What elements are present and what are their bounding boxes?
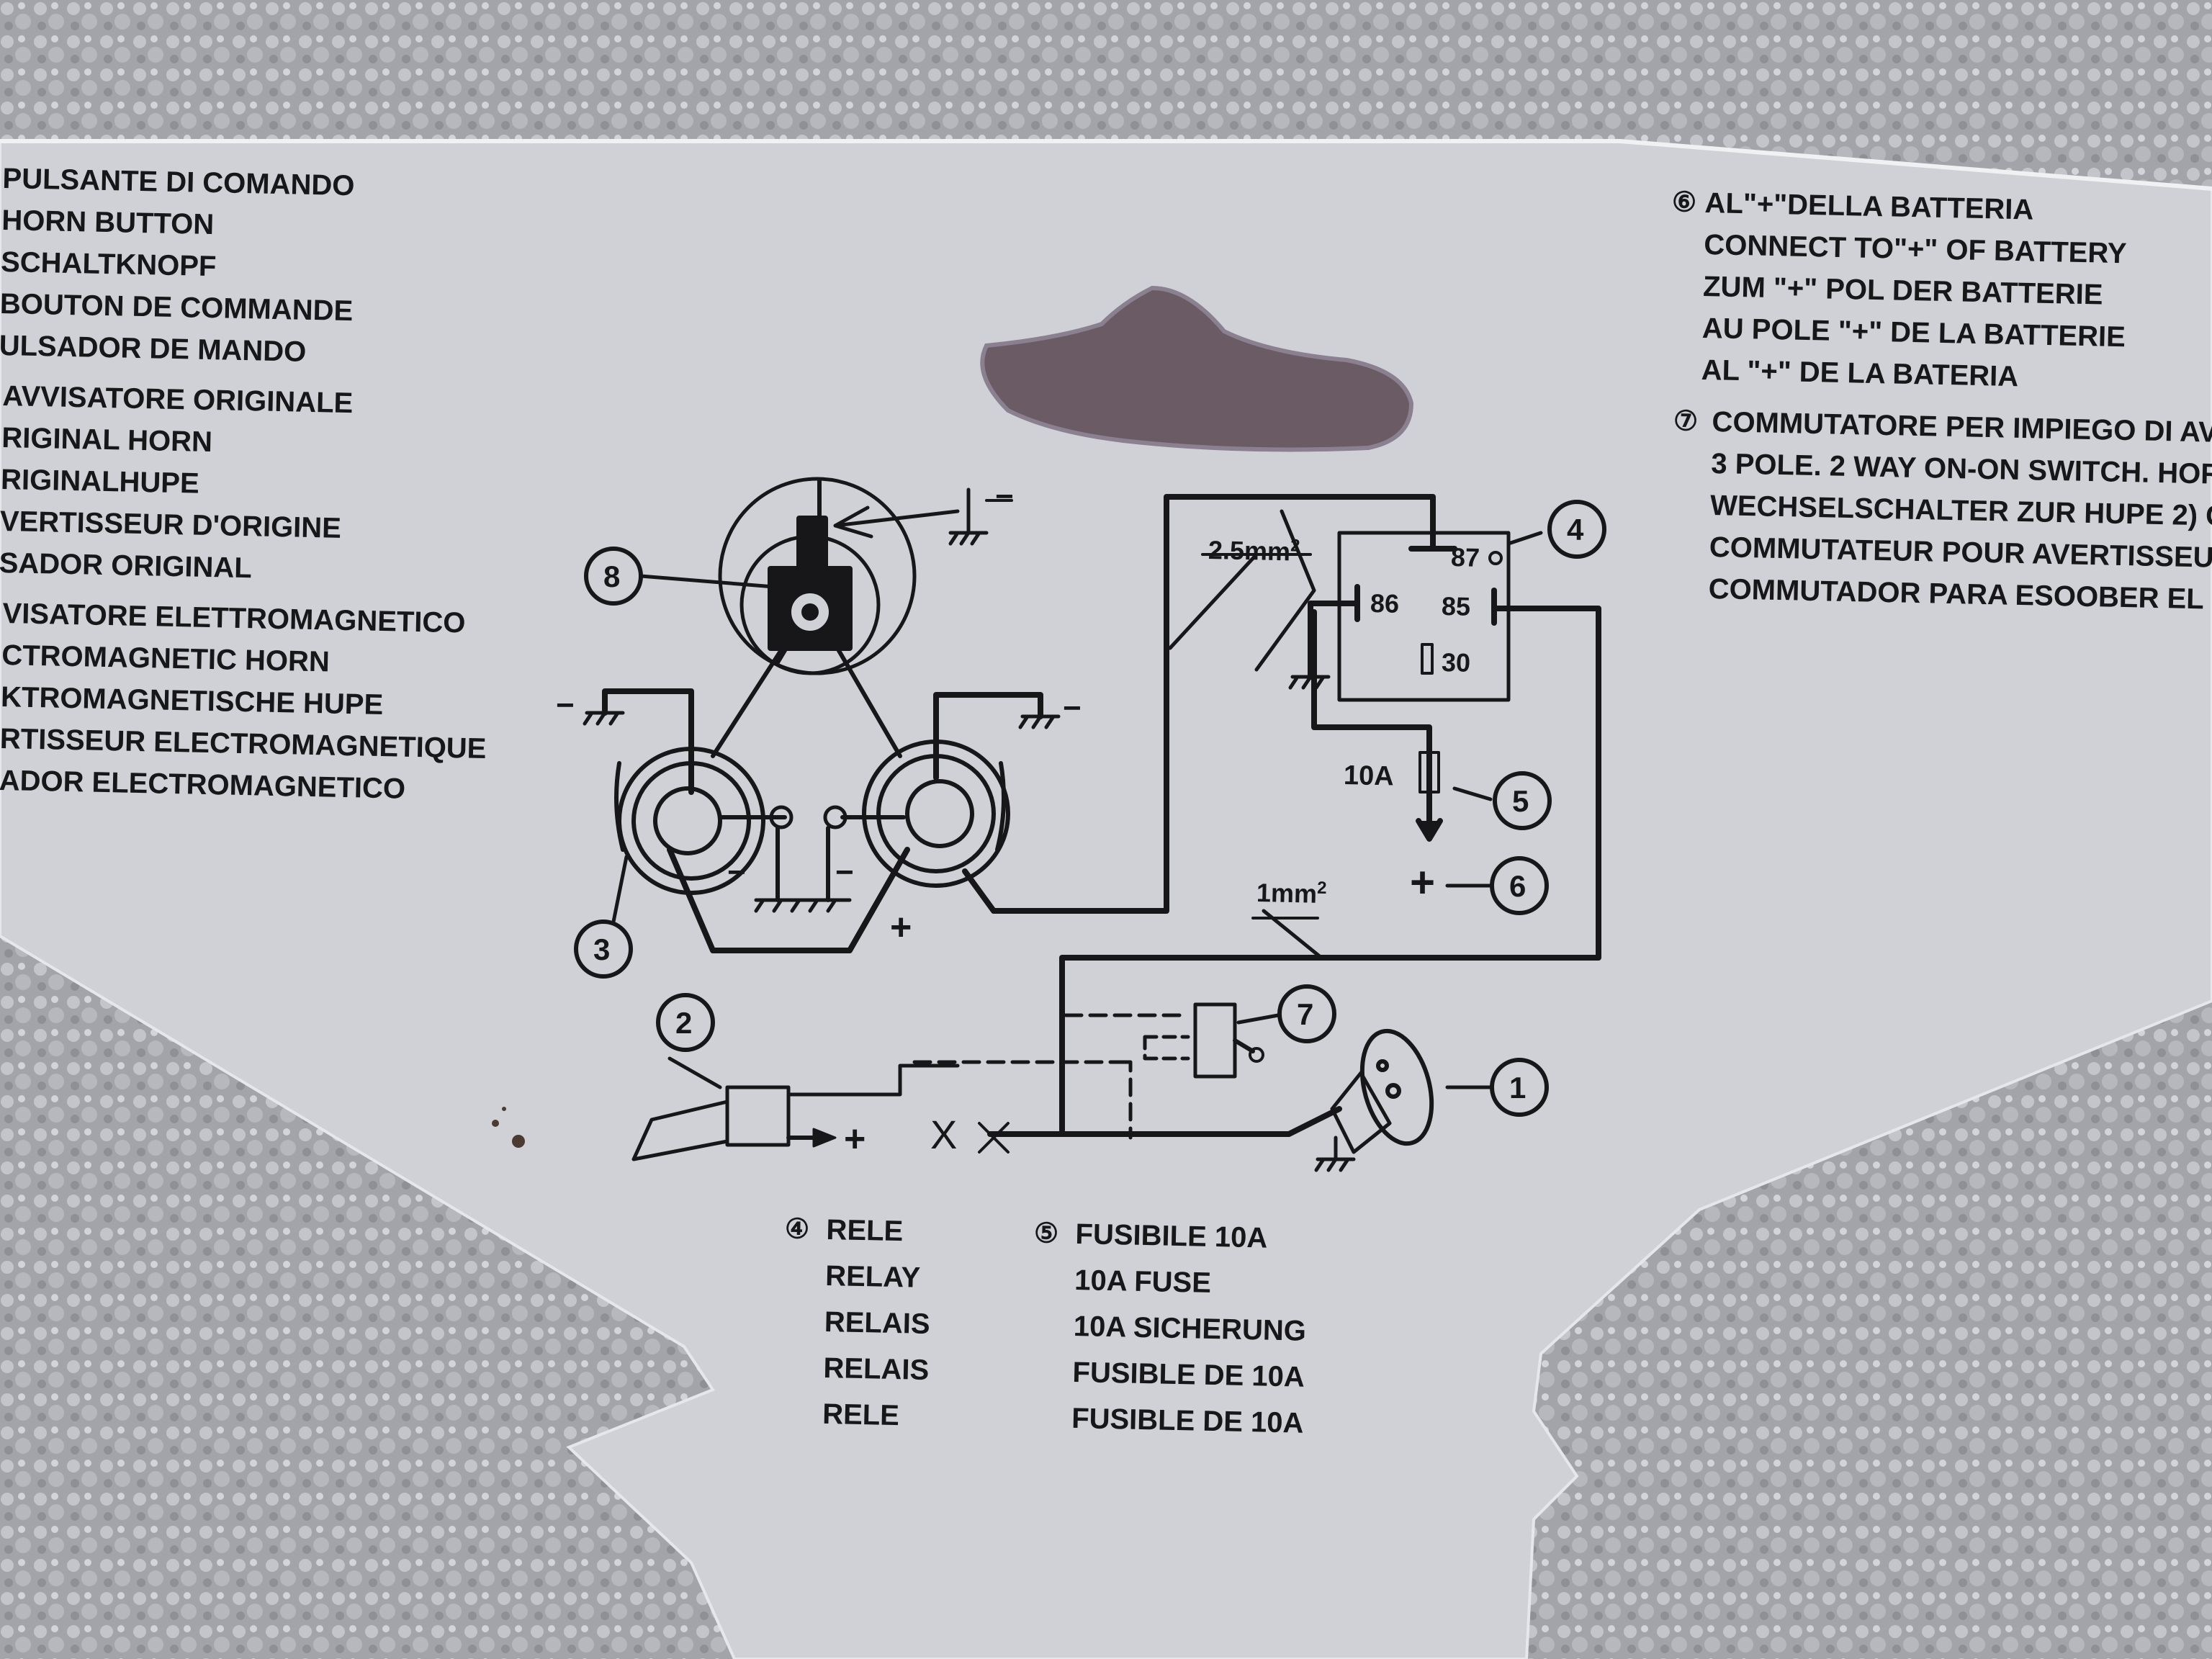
cut-wire-mark: X	[930, 1112, 958, 1157]
plus-battery: +	[1410, 858, 1436, 907]
legend-line: SADOR ORIGINAL	[0, 547, 253, 585]
legend-relay: RELE RELAY RELAIS RELAIS RELE	[822, 1214, 932, 1448]
ground-arrow-top	[833, 505, 960, 539]
wire-label-thin-sup: 2	[1316, 878, 1327, 899]
callout-label-4: 4	[1567, 513, 1584, 547]
legend-line: FUSIBLE DE 10A	[1072, 1356, 1305, 1393]
legend-line: RELAIS	[823, 1352, 930, 1387]
steering-wheel	[1330, 1028, 1434, 1154]
wiring-diagram	[583, 477, 1601, 1172]
callout-circle-1	[1490, 1058, 1549, 1117]
legend-left-electromagnetic-horn: VISATORE ELETTROMAGNETICO CTROMAGNETIC H…	[0, 598, 489, 818]
legend-line: RELE	[822, 1398, 900, 1432]
horn-button-housing	[725, 1085, 791, 1147]
callout-circle-3	[574, 920, 633, 979]
legend-right-switch: COMMUTATORE PER IMPIEGO DI AV 3 POLE. 2 …	[1708, 406, 2212, 627]
minus-top-ground: −	[995, 479, 1014, 514]
legend-line: AL "+" DE LA BATERIA	[1701, 354, 2019, 393]
minus-left-ground: −	[556, 688, 575, 723]
callout-circle-2	[656, 993, 715, 1052]
legend-line: RELE	[826, 1214, 904, 1248]
fuse	[1419, 751, 1440, 793]
legend-right-switch-marker: ⑦	[1673, 406, 1699, 437]
callout-label-3: 3	[593, 932, 611, 966]
callout-label-8: 8	[603, 559, 621, 593]
legend-line: RELAIS	[824, 1305, 931, 1341]
callout-label-5: 5	[1512, 784, 1529, 818]
hanging-hole	[980, 285, 1414, 452]
wire-label-thick-sup: 2	[1290, 536, 1300, 556]
callout-label-2: 2	[675, 1006, 693, 1040]
callout-label-1: 1	[1509, 1071, 1527, 1105]
dirt-speck	[512, 1135, 525, 1148]
legend-line: 10A SICHERUNG	[1073, 1310, 1307, 1347]
callout-label-6: 6	[1509, 869, 1527, 903]
wire-label-thick: 2.5mm2	[1208, 535, 1300, 567]
wire-label-thin: 1mm2	[1256, 878, 1327, 909]
plus-horns: +	[890, 907, 912, 948]
legend-line: RELAY	[824, 1259, 921, 1294]
callout-circle-4	[1547, 500, 1606, 559]
callout-circle-6	[1490, 856, 1549, 915]
card-edge	[0, 139, 2212, 191]
callout-circle-7	[1277, 984, 1336, 1043]
relay-label-85: 85	[1441, 591, 1471, 621]
legend-relay-marker: ④	[784, 1214, 810, 1245]
relay-box	[1337, 531, 1511, 702]
minus-right-horn: −	[835, 855, 854, 890]
legend-line: FUSIBLE DE 10A	[1071, 1402, 1304, 1439]
minus-left-horn: −	[727, 855, 746, 890]
legend-line: ULSADOR DE MANDO	[0, 329, 307, 368]
relay-label-86: 86	[1370, 588, 1400, 619]
legend-left-original-horn: AVVISATORE ORIGINALE RIGINAL HORN RIGINA…	[0, 380, 354, 598]
plus-button: +	[844, 1118, 866, 1160]
relay-label-87: 87	[1450, 542, 1480, 572]
relay-label-30: 30	[1441, 647, 1471, 678]
legend-left-button: PULSANTE DI COMANDO HORN BUTTON SCHALTKN…	[0, 163, 356, 380]
card	[0, 140, 2212, 1659]
legend-fuse: FUSIBILE 10A 10A FUSE 10A SICHERUNG FUSI…	[1071, 1218, 1308, 1455]
callouts	[574, 500, 1606, 1117]
relay-pin-30	[1421, 643, 1434, 675]
fuse-rating-label: 10A	[1343, 760, 1395, 792]
legend-fuse-marker: ⑤	[1033, 1218, 1059, 1249]
minus-right-ground: −	[1063, 691, 1082, 726]
legend-line: 10A FUSE	[1074, 1264, 1212, 1299]
callout-circle-8	[584, 547, 643, 606]
legend-right-battery-marker: ⑥	[1671, 187, 1697, 218]
callout-label-7: 7	[1297, 997, 1314, 1031]
electromagnetic-horn-right	[862, 739, 1010, 888]
legend-right-battery: AL"+"DELLA BATTERIA CONNECT TO"+" OF BAT…	[1701, 187, 2128, 406]
callout-circle-5	[1493, 771, 1552, 830]
original-horn-stem	[796, 516, 828, 579]
legend-line: FUSIBILE 10A	[1075, 1218, 1268, 1254]
